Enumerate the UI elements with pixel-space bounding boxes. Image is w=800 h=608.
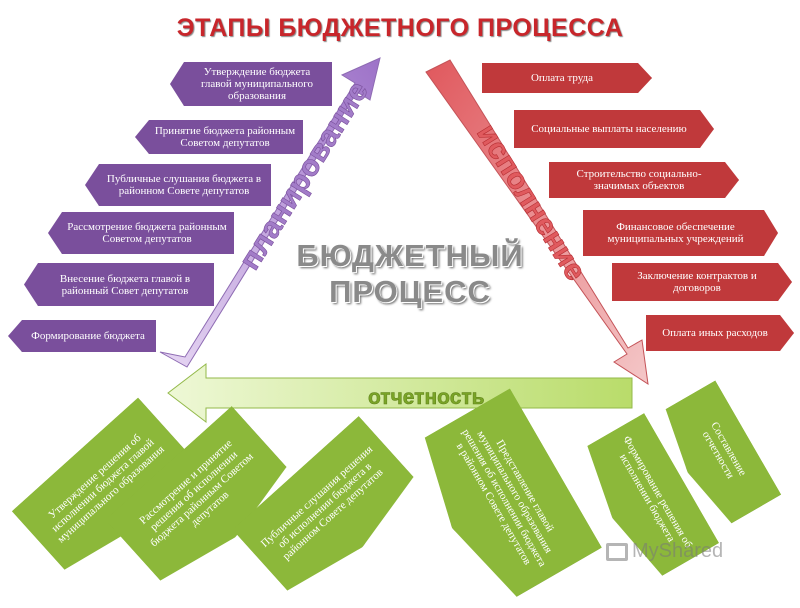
- center-title-line1: БЮДЖЕТНЫЙ: [296, 238, 524, 273]
- planning-step: Рассмотрение бюджета районным Советом де…: [48, 212, 234, 254]
- execution-step: Строительство социально-значимых объекто…: [549, 162, 739, 198]
- execution-step: Социальные выплаты населению: [514, 110, 714, 148]
- planning-step: Публичные слушания бюджета в районном Со…: [85, 164, 271, 206]
- monitor-icon: [606, 542, 628, 561]
- center-title: БЮДЖЕТНЫЙ ПРОЦЕСС: [290, 238, 530, 310]
- watermark-text: MyShared: [632, 540, 724, 562]
- execution-step: Оплата труда: [482, 63, 652, 93]
- execution-step: Заключение контрактов и договоров: [612, 263, 792, 301]
- watermark-logo: MyShared: [606, 540, 723, 563]
- planning-step: Внесение бюджета главой в районный Совет…: [24, 263, 214, 306]
- reporting-arrow-label: отчетность: [368, 386, 485, 409]
- page-title: ЭТАПЫ БЮДЖЕТНОГО ПРОЦЕССА: [176, 14, 624, 42]
- planning-step: Принятие бюджета районным Советом депута…: [135, 120, 303, 154]
- planning-arrow: [159, 57, 381, 368]
- planning-step: Формирование бюджета: [8, 320, 156, 352]
- execution-step: Финансовое обеспечение муниципальных учр…: [583, 210, 778, 256]
- planning-step: Утверждение бюджета главой муниципальног…: [170, 62, 332, 106]
- center-title-line2: ПРОЦЕСС: [329, 274, 491, 309]
- execution-arrow: [425, 59, 649, 386]
- execution-step: Оплата иных расходов: [646, 315, 794, 351]
